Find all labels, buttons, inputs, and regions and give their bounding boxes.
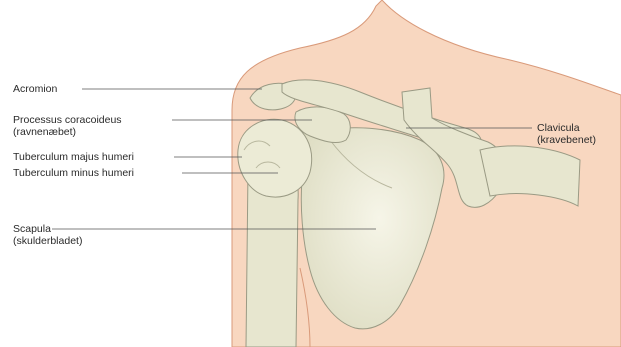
label-acromion: Acromion (13, 83, 57, 95)
humerus-head (238, 119, 312, 197)
label-tuberculum-majus: Tuberculum majus humeri (13, 151, 134, 163)
label-coracoid: Processus coracoideus (ravnenæbet) (13, 114, 122, 138)
label-scapula: Scapula (skulderbladet) (13, 223, 82, 247)
label-tuberculum-minus: Tuberculum minus humeri (13, 167, 134, 179)
label-clavicula: Clavicula (kravebenet) (537, 122, 596, 146)
